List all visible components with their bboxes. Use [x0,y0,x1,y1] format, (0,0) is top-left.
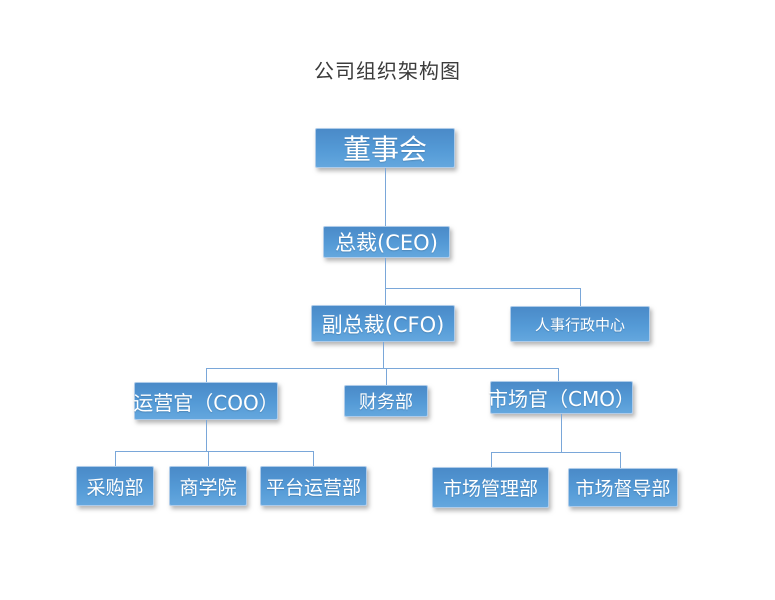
org-node-finance: 财务部 [344,385,428,417]
org-node-hr-admin: 人事行政中心 [510,306,650,342]
connector-drop-cmo [558,368,559,381]
connector-ceo-cfo [385,258,386,305]
connector-drop-hr-admin [580,288,581,306]
connector-cfo-stem [383,342,384,368]
connector-drop-coo [206,368,207,382]
connector-drop-purchasing [115,451,116,466]
connector-cmo-branch-horizontal [491,452,621,453]
connector-drop-finance [386,368,387,385]
org-node-business-school: 商学院 [169,466,247,506]
chart-title: 公司组织架构图 [314,59,461,83]
org-node-purchasing: 采购部 [76,466,154,506]
connector-cfo-branch-horizontal [206,368,558,369]
org-node-coo: 运营官（COO） [133,382,279,420]
org-node-ceo: 总裁(CEO) [323,226,450,258]
connector-drop-platform-ops [313,451,314,466]
org-node-market-supervision: 市场督导部 [568,468,678,507]
connector-board-ceo [385,168,386,226]
connector-coo-stem [206,420,207,451]
connector-drop-business-school [208,451,209,466]
org-node-cfo: 副总裁(CFO) [311,305,455,342]
org-node-platform-ops: 平台运营部 [260,466,367,506]
org-node-market-mgmt: 市场管理部 [432,467,549,508]
connector-ceo-branch-horizontal [385,288,580,289]
org-node-board: 董事会 [315,128,455,168]
connector-drop-market-supervision [620,452,621,468]
connector-coo-branch-horizontal [115,451,313,452]
org-node-cmo: 市场官（CMO） [488,381,635,414]
connector-cmo-stem [561,414,562,452]
connector-drop-market-mgmt [491,452,492,467]
